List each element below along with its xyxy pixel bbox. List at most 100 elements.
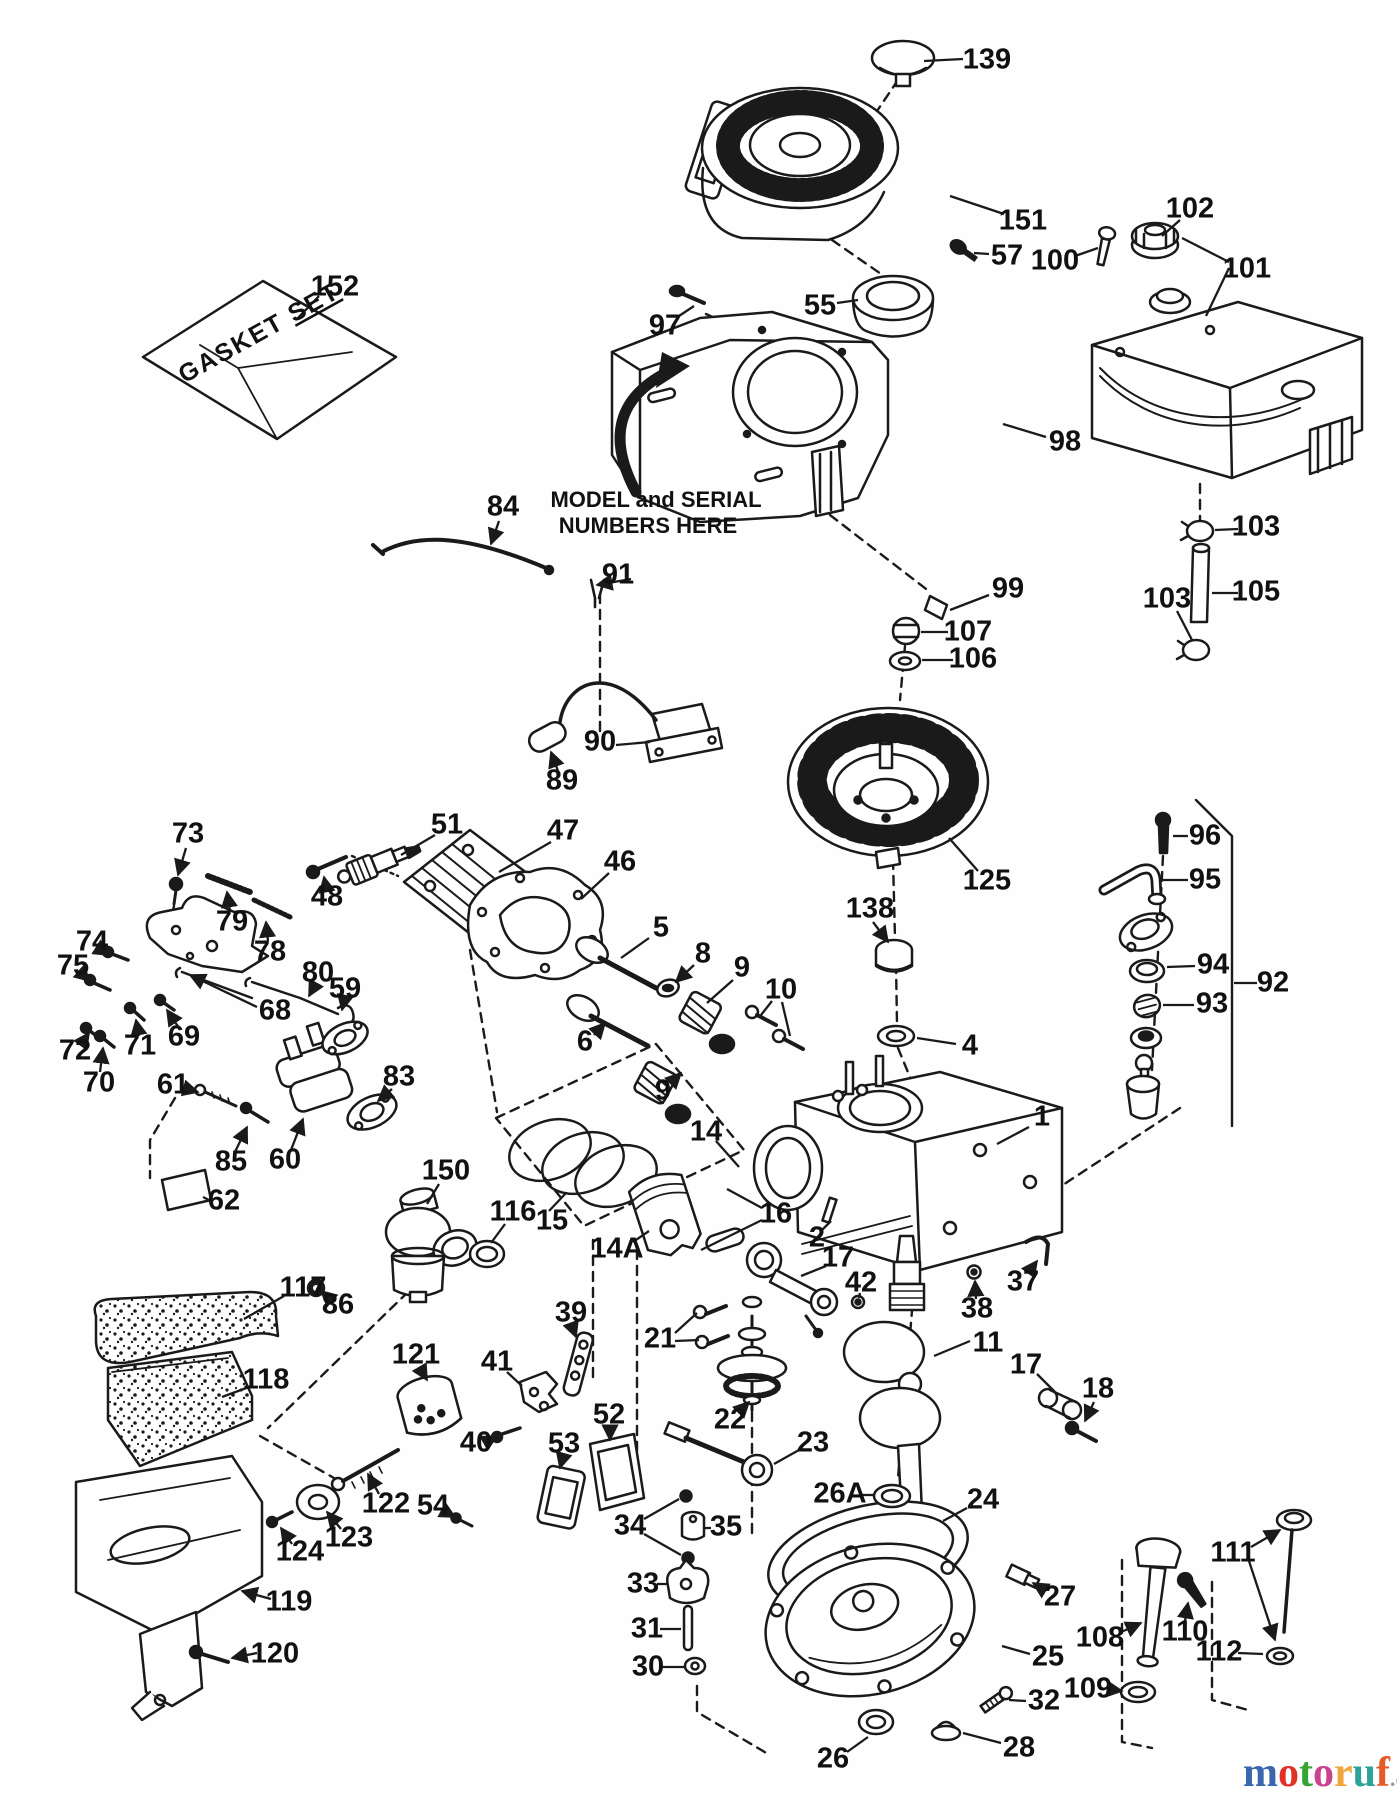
callout-23: 23: [797, 1427, 829, 1459]
callout-139: 139: [963, 44, 1011, 76]
callout-25: 25: [1032, 1641, 1064, 1673]
callout-33: 33: [627, 1568, 659, 1600]
leader-line-72: [73, 1031, 90, 1051]
leader-line-121: [411, 1362, 428, 1382]
part-retainer-9a: [708, 1033, 736, 1055]
part-screw-124: [265, 1510, 294, 1529]
leader-line-123: [325, 1510, 344, 1530]
leader-line-10: [760, 1000, 773, 1016]
part-air-filter-118: [106, 1350, 254, 1468]
leader-line-111: [1250, 1529, 1282, 1548]
leader-line-25: [1001, 1644, 1031, 1656]
part-nut-107: [891, 616, 921, 646]
site-watermark: motoruf.de: [1243, 1750, 1397, 1796]
leader-line-97: [678, 305, 695, 317]
leader-line-41: [506, 1371, 523, 1387]
leader-line-117: [243, 1295, 285, 1320]
leader-line-17: [1036, 1373, 1056, 1393]
leader-line-55: [836, 298, 859, 305]
leader-line-79: [220, 890, 238, 912]
callout-125: 125: [963, 865, 1011, 897]
callout-11: 11: [973, 1327, 1004, 1359]
callout-124: 124: [276, 1536, 324, 1568]
callout-28: 28: [1003, 1732, 1035, 1764]
callout-117: 117: [280, 1272, 327, 1304]
callout-42: 42: [845, 1267, 877, 1299]
callout-52: 52: [593, 1399, 625, 1431]
callout-30: 30: [632, 1651, 664, 1683]
part-clamp-103-lower: [1175, 638, 1211, 662]
leader-line-86: [319, 1289, 339, 1308]
callout-38: 38: [961, 1293, 993, 1325]
callout-6: 6: [577, 1026, 593, 1058]
part-key-99: [923, 594, 949, 621]
callout-97: 97: [649, 310, 681, 342]
part-screw-100: [1096, 225, 1117, 267]
callout-105: 105: [1232, 576, 1280, 608]
leader-line-73: [174, 847, 191, 877]
leader-line-26: [846, 1736, 869, 1753]
part-oring-112: [1265, 1646, 1295, 1666]
callout-80: 80: [302, 957, 334, 989]
leader-line-99: [949, 593, 990, 612]
part-screw-57: [949, 238, 978, 262]
callout-98: 98: [1049, 426, 1081, 458]
leader-line-8: [674, 964, 695, 984]
part-spring-79: [205, 873, 253, 895]
callout-leader-lines: [72, 57, 1282, 1753]
part-pump-body-33: [666, 1558, 710, 1605]
callout-9: 9: [734, 952, 750, 984]
callout-31: 31: [631, 1613, 663, 1645]
callout-100: 100: [1031, 245, 1079, 277]
leader-line-69: [166, 1008, 183, 1029]
part-screw-61: [193, 1083, 238, 1108]
callout-55: 55: [804, 290, 836, 322]
part-gasket-set: [141, 279, 398, 441]
leader-line-6: [588, 1021, 607, 1041]
leader-line-37: [1020, 1259, 1039, 1279]
part-bolt-32: [979, 1685, 1014, 1714]
part-screw-70: [93, 1029, 116, 1049]
part-cup-55: [851, 274, 935, 338]
callout-1: 1: [1034, 1101, 1050, 1133]
callout-35: 35: [710, 1511, 742, 1543]
callout-4: 4: [962, 1030, 978, 1062]
leader-line-5: [620, 937, 650, 959]
part-screw-69: [153, 993, 176, 1012]
callout-95: 95: [1189, 864, 1221, 896]
leader-line-151: [949, 194, 1005, 216]
leader-line-101: [1204, 267, 1231, 317]
part-valve-6: [566, 993, 651, 1049]
leader-line-70: [92, 1046, 110, 1073]
leader-line-17: [800, 1264, 827, 1278]
leader-line-122: [366, 1472, 384, 1495]
leader-line-51: [400, 834, 436, 856]
part-link-39: [562, 1331, 594, 1397]
part-head-bolts-10: [744, 1004, 805, 1051]
part-washer-42: [850, 1294, 866, 1310]
callout-93: 93: [1196, 988, 1228, 1020]
part-screw-97: [668, 284, 706, 305]
part-gasket-116: [468, 1239, 506, 1269]
part-flywheel: [786, 706, 990, 870]
callout-152: 152: [311, 271, 359, 303]
leader-line-75: [72, 964, 92, 983]
leader-line-9: [706, 979, 734, 1004]
leader-line-80: [307, 978, 325, 998]
leader-line-14: [715, 1140, 740, 1168]
callout-86: 86: [322, 1289, 354, 1321]
leader-line-9: [663, 1071, 683, 1091]
leader-line-59: [336, 992, 354, 1012]
leader-line-32: [1008, 1698, 1027, 1703]
leader-line-39: [562, 1319, 579, 1339]
part-fuel-line-105: [1189, 542, 1211, 624]
leader-line-24: [942, 1506, 968, 1523]
leader-line-150: [426, 1183, 440, 1205]
part-spark-plug: [336, 845, 422, 886]
leader-line-139: [923, 57, 964, 63]
part-dipstick-111: [1275, 1508, 1313, 1634]
part-dipper-17: [1037, 1387, 1083, 1421]
leader-line-62: [202, 1195, 210, 1202]
